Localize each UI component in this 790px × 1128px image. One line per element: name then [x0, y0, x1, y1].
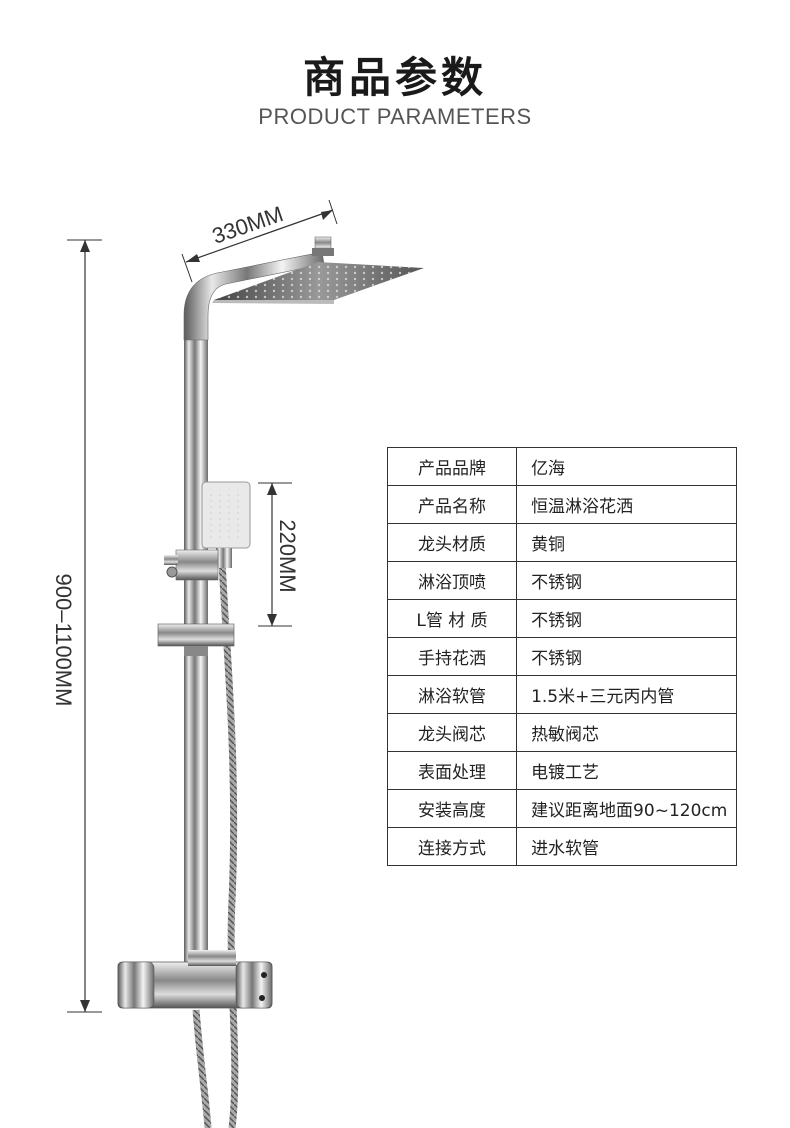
param-key: 产品品牌	[386, 447, 518, 486]
table-row: 安装高度建议距离地面90~120cm	[386, 789, 737, 828]
table-row: 龙头材质黄铜	[386, 523, 737, 562]
param-value: 黄铜	[516, 523, 737, 562]
table-row: 淋浴顶喷不锈钢	[386, 561, 737, 600]
param-value: 不锈钢	[516, 637, 737, 676]
param-value: 电镀工艺	[516, 751, 737, 790]
shower-arm	[183, 251, 325, 341]
param-key: 产品名称	[386, 485, 518, 524]
param-value: 1.5米+三元丙内管	[516, 675, 737, 714]
table-row: 产品品牌亿海	[386, 447, 737, 486]
head-width-label: 330MM	[209, 201, 287, 249]
param-value: 亿海	[516, 447, 737, 486]
param-value: 不锈钢	[516, 561, 737, 600]
thermostatic-valve	[117, 950, 273, 1009]
height-dimension: 900–1100MM	[51, 239, 102, 1013]
slider-holder	[164, 549, 219, 581]
page-title: 商品参数	[302, 53, 487, 102]
param-key: 手持花洒	[386, 637, 518, 676]
param-value: 进水软管	[516, 827, 737, 866]
param-value: 热敏阀芯	[516, 713, 737, 752]
param-key: L管 材 质	[386, 599, 518, 638]
param-key: 连接方式	[386, 827, 518, 866]
hand-shower-height-label: 220MM	[275, 519, 300, 592]
param-value: 不锈钢	[516, 599, 737, 638]
page-subtitle: PRODUCT PARAMETERS	[258, 104, 532, 129]
hand-shower	[201, 481, 251, 568]
total-height-label: 900–1100MM	[51, 574, 76, 707]
overhead-shower-head	[212, 262, 424, 304]
param-key: 安装高度	[386, 789, 518, 828]
table-row: 产品名称恒温淋浴花洒	[386, 485, 737, 524]
table-row: 表面处理电镀工艺	[386, 751, 737, 790]
param-key: 淋浴软管	[386, 675, 518, 714]
param-key: 表面处理	[386, 751, 518, 790]
hand-shower-dimension: 220MM	[258, 482, 300, 627]
param-value: 恒温淋浴花洒	[516, 485, 737, 524]
param-key: 龙头阀芯	[386, 713, 518, 752]
table-row: 连接方式进水软管	[386, 827, 737, 866]
table-row: 手持花洒不锈钢	[386, 637, 737, 676]
param-key: 龙头材质	[386, 523, 518, 562]
table-row: 龙头阀芯热敏阀芯	[386, 713, 737, 752]
riser-bracket	[157, 623, 235, 656]
param-value: 建议距离地面90~120cm	[516, 789, 737, 828]
table-row: L管 材 质不锈钢	[386, 599, 737, 638]
param-key: 淋浴顶喷	[386, 561, 518, 600]
